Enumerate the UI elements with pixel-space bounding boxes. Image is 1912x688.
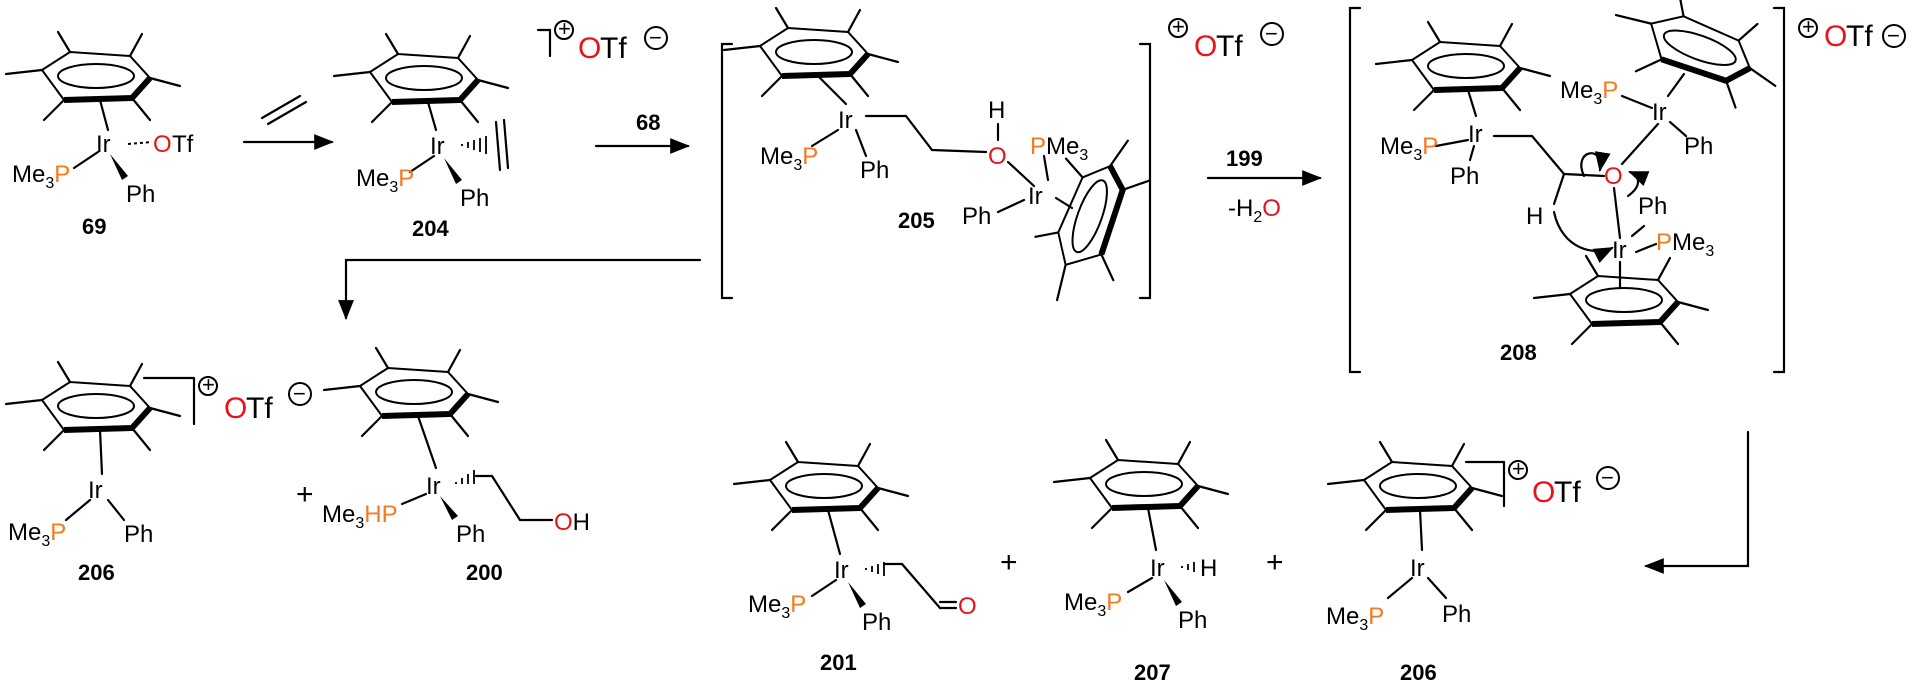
svg-text:−: − xyxy=(649,25,662,50)
svg-text:Ir: Ir xyxy=(1468,121,1483,148)
svg-text:Me3P: Me3P xyxy=(760,143,818,174)
svg-text:Me3P: Me3P xyxy=(748,591,806,622)
svg-text:OH: OH xyxy=(554,509,590,536)
svg-text:Me3P: Me3P xyxy=(1326,603,1384,634)
water-loss: -H2O xyxy=(1228,195,1281,226)
svg-text:Ir: Ir xyxy=(1410,555,1425,582)
iridium-atom: Ir xyxy=(96,131,111,158)
reagent-68: 68 xyxy=(636,110,660,135)
svg-text:Me3P: Me3P xyxy=(1560,77,1618,108)
svg-text:Tf: Tf xyxy=(600,32,627,65)
compound-201: Ir O Me3P Ph 201 xyxy=(734,442,977,675)
svg-text:O: O xyxy=(1532,476,1555,509)
triflate-Tf: Tf xyxy=(172,131,194,158)
svg-text:PMe3: PMe3 xyxy=(1030,133,1088,164)
svg-text:Ir: Ir xyxy=(88,477,103,504)
svg-text:−: − xyxy=(1601,465,1614,490)
compound-label-205: 205 xyxy=(898,208,935,233)
svg-text:Ir: Ir xyxy=(1652,99,1667,126)
compound-206-right: Ir Me3P Ph 206 + O Tf − xyxy=(1326,442,1620,685)
compound-205: Ir O H Ir PMe3 Ph Me3P Ph 205 + O Tf − xyxy=(720,8,1284,316)
svg-text:Ph: Ph xyxy=(862,609,891,636)
svg-text:Ph: Ph xyxy=(460,185,489,212)
compound-label-206b: 206 xyxy=(1400,660,1437,685)
svg-text:Tf: Tf xyxy=(1846,20,1873,53)
compound-208: Ir Me3P Ph O H Ir Me3P Ph Ir Ph PMe3 208… xyxy=(1348,0,1906,374)
svg-text:PMe3: PMe3 xyxy=(1656,229,1714,260)
svg-text:O: O xyxy=(988,143,1007,170)
compound-label-69: 69 xyxy=(82,214,106,239)
plus-operator: + xyxy=(296,478,314,511)
compound-69: Ir OMe Tf Me3P Ph 69 xyxy=(6,32,194,239)
svg-text:Ph: Ph xyxy=(860,157,889,184)
cp-star-ring xyxy=(6,32,180,120)
svg-text:Tf: Tf xyxy=(1554,476,1581,509)
compound-204: Ir Me3P Ph 204 + O Tf − xyxy=(334,16,668,241)
svg-text:Ph: Ph xyxy=(1178,607,1207,634)
svg-text:H: H xyxy=(988,97,1005,124)
svg-text:O: O xyxy=(958,593,977,620)
svg-text:Me3P: Me3P xyxy=(356,165,414,196)
svg-text:Ir: Ir xyxy=(430,133,445,160)
svg-text:Ph: Ph xyxy=(1638,193,1667,220)
svg-text:+: + xyxy=(1172,14,1185,39)
svg-text:+: + xyxy=(1512,456,1525,481)
compound-label-200: 200 xyxy=(466,560,503,585)
svg-text:O: O xyxy=(224,392,247,425)
svg-text:Ph: Ph xyxy=(1684,133,1713,160)
svg-text:Me3P: Me3P xyxy=(1064,589,1122,620)
svg-text:Ph: Ph xyxy=(124,521,153,548)
reagent-199: 199 xyxy=(1226,146,1263,171)
svg-text:Me3P: Me3P xyxy=(1380,133,1438,164)
phenyl-ligand: Ph xyxy=(126,181,155,208)
plus-operator-2: + xyxy=(1000,546,1018,579)
svg-text:H: H xyxy=(1200,555,1217,582)
svg-text:Ph: Ph xyxy=(962,203,991,230)
svg-text:+: + xyxy=(558,16,571,41)
compound-label-204: 204 xyxy=(412,216,449,241)
svg-text:O: O xyxy=(578,32,601,65)
svg-text:H: H xyxy=(1526,203,1543,230)
plus-operator-3: + xyxy=(1266,546,1284,579)
svg-text:Ph: Ph xyxy=(1450,163,1479,190)
svg-text:Ir: Ir xyxy=(426,473,441,500)
svg-text:O: O xyxy=(1604,163,1623,190)
svg-text:O: O xyxy=(1824,20,1847,53)
compound-label-208: 208 xyxy=(1500,340,1537,365)
svg-text:Ir: Ir xyxy=(1150,555,1165,582)
svg-text:Ir: Ir xyxy=(1028,183,1043,210)
arrow-4 xyxy=(338,258,702,320)
compound-200: Ir Me3HP Ph OH 200 xyxy=(322,348,590,585)
triflate-O: OMe xyxy=(153,131,172,158)
svg-text:Ir: Ir xyxy=(834,557,849,584)
svg-text:Ir: Ir xyxy=(1612,237,1627,264)
svg-text:Ph: Ph xyxy=(456,521,485,548)
svg-text:Ir: Ir xyxy=(838,107,853,134)
svg-text:Tf: Tf xyxy=(1216,30,1243,63)
compound-label-207: 207 xyxy=(1134,660,1171,685)
svg-text:−: − xyxy=(293,381,306,406)
svg-text:+: + xyxy=(1802,14,1815,39)
svg-text:−: − xyxy=(1887,23,1900,48)
arrow-5 xyxy=(1644,430,1750,574)
compound-label-201: 201 xyxy=(820,650,857,675)
svg-text:O: O xyxy=(1194,30,1217,63)
compound-label-206: 206 xyxy=(78,560,115,585)
svg-text:Ph: Ph xyxy=(1442,601,1471,628)
svg-text:Me3P: Me3P xyxy=(8,519,66,550)
svg-text:Me3HP: Me3HP xyxy=(322,501,398,532)
svg-text:−: − xyxy=(1265,21,1278,46)
compound-206-left: Ir Me3P Ph 206 + O Tf − xyxy=(6,362,312,585)
ethylene-reagent xyxy=(260,94,308,126)
compound-207: Ir H Me3P Ph 207 xyxy=(1054,440,1228,685)
svg-text:+: + xyxy=(202,372,215,397)
pme3-ligand: Me3P xyxy=(12,161,70,192)
svg-text:Tf: Tf xyxy=(246,392,273,425)
